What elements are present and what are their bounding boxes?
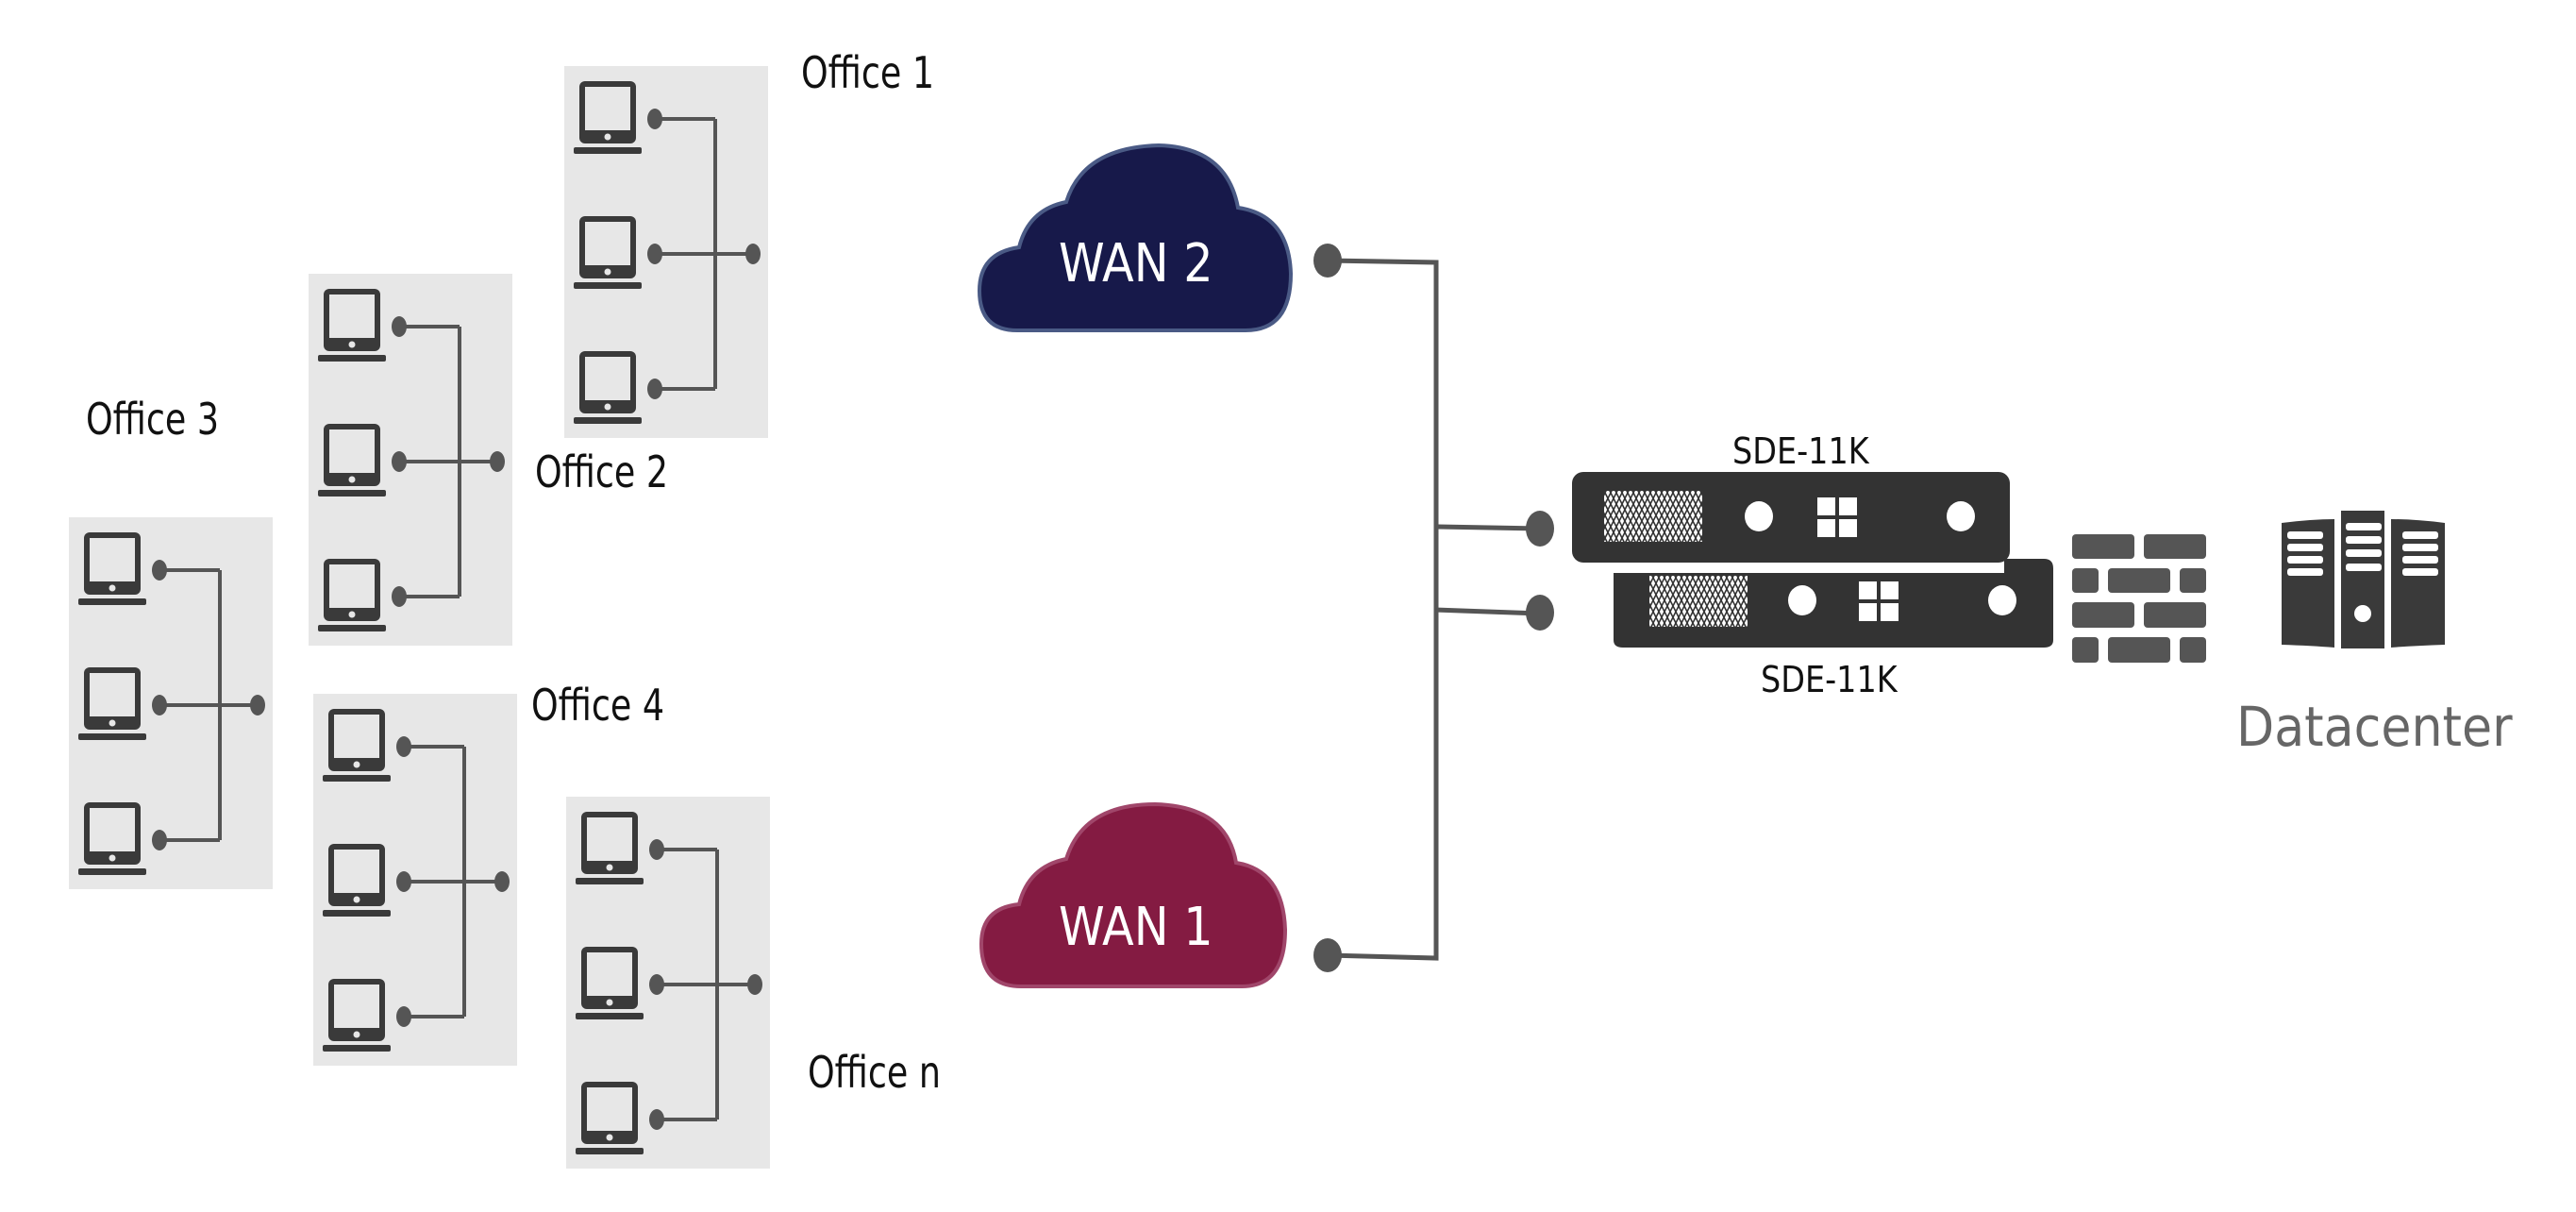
laptop-port: [152, 560, 167, 581]
sde-top-label: SDE-11K: [1732, 430, 1869, 472]
office-n-network: [576, 812, 762, 1154]
office-uplink-port: [250, 695, 265, 715]
laptop-icon[interactable]: [576, 947, 644, 1019]
laptop-icon[interactable]: [323, 979, 391, 1052]
laptop-port: [396, 871, 411, 892]
office-2-label: Office 2: [535, 446, 669, 497]
firewall-icon: [2072, 534, 2206, 663]
office-uplink-port: [745, 244, 761, 264]
laptop-port: [647, 379, 662, 399]
laptop-icon[interactable]: [323, 709, 391, 782]
laptop-icon[interactable]: [574, 81, 642, 154]
laptop-icon[interactable]: [78, 802, 146, 875]
laptop-icon[interactable]: [576, 1082, 644, 1154]
server-rack-icon: [2282, 511, 2445, 648]
laptop-port: [396, 1006, 411, 1027]
laptop-icon[interactable]: [318, 559, 386, 631]
laptop-icon[interactable]: [318, 289, 386, 362]
laptop-port: [152, 830, 167, 850]
laptop-icon[interactable]: [318, 424, 386, 497]
wan-2-port: [1313, 244, 1342, 278]
sde-top-appliance[interactable]: [1572, 472, 2010, 563]
sde-top-port: [1526, 511, 1554, 547]
wan-1-cloud[interactable]: [979, 801, 1288, 988]
laptop-port: [392, 316, 407, 337]
laptop-icon[interactable]: [323, 844, 391, 917]
office-4-label: Office 4: [531, 680, 665, 731]
office-1-label: Office 1: [801, 47, 935, 98]
laptop-port: [152, 695, 167, 715]
sde-bottom-port: [1526, 595, 1554, 631]
office-uplink-port: [494, 871, 510, 892]
laptop-port: [649, 839, 664, 860]
wan-1-port: [1313, 938, 1342, 972]
laptop-port: [647, 109, 662, 129]
laptop-port: [649, 1109, 664, 1130]
sde-bottom-appliance[interactable]: [1614, 559, 2053, 648]
laptop-icon[interactable]: [78, 667, 146, 740]
laptop-port: [649, 974, 664, 995]
laptop-icon[interactable]: [576, 812, 644, 884]
laptop-port: [396, 736, 411, 757]
wan-1-label: WAN 1: [1059, 897, 1213, 958]
office-3-label: Office 3: [86, 394, 220, 445]
sde-bottom-label: SDE-11K: [1761, 659, 1898, 700]
laptop-icon[interactable]: [78, 532, 146, 605]
office-1-network: [574, 81, 761, 424]
office-4-network: [323, 709, 510, 1052]
laptop-port: [392, 451, 407, 472]
wan-2-label: WAN 2: [1059, 233, 1213, 295]
wan-backbone-lines: [1327, 258, 1541, 961]
laptop-icon[interactable]: [574, 216, 642, 289]
office-3-network: [78, 532, 265, 875]
wan-2-cloud[interactable]: [977, 143, 1294, 332]
laptop-port: [647, 244, 662, 264]
laptop-port: [392, 586, 407, 607]
datacenter-label: Datacenter: [2236, 695, 2513, 759]
laptop-icon[interactable]: [574, 351, 642, 424]
office-n-label: Office n: [808, 1047, 941, 1098]
office-uplink-port: [490, 451, 505, 472]
office-uplink-port: [747, 974, 762, 995]
office-2-network: [318, 289, 505, 631]
